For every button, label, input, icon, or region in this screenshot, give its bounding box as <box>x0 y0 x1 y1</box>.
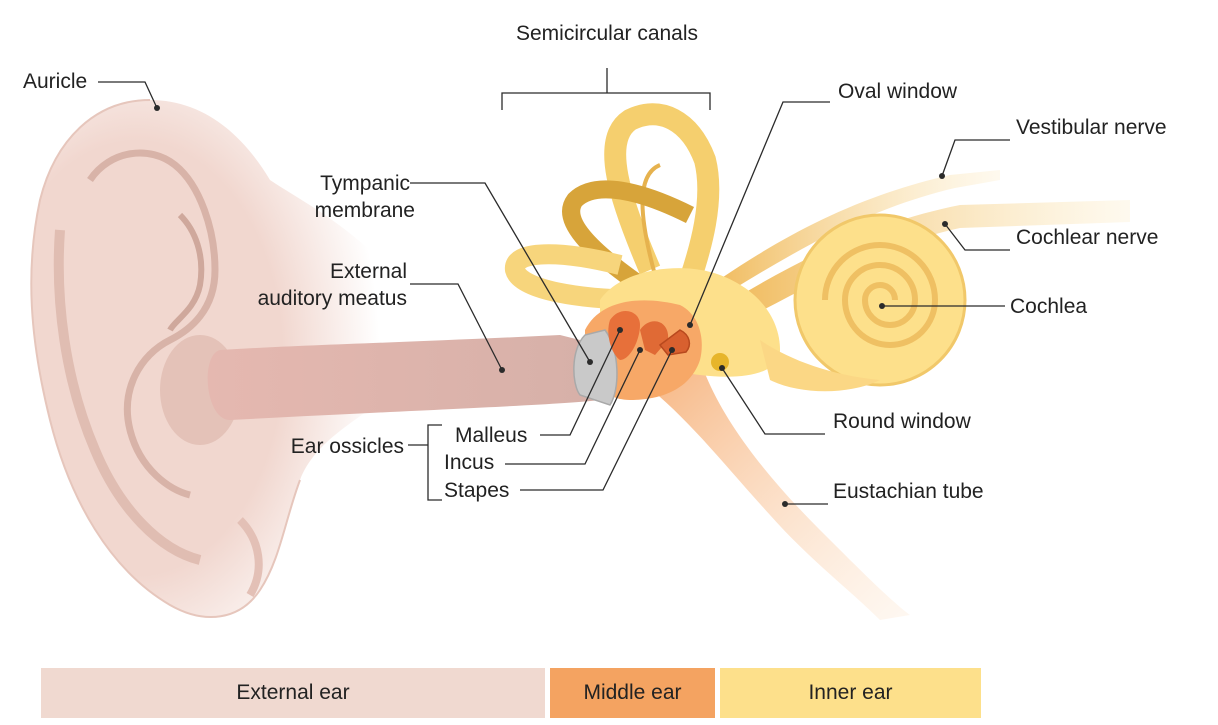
label-cochlear-nerve: Cochlear nerve <box>1016 226 1158 249</box>
label-cochlea: Cochlea <box>1010 295 1087 318</box>
label-round-window: Round window <box>833 410 972 433</box>
leader-lines <box>98 68 1010 507</box>
label-tympanic-membrane-line2: membrane <box>315 199 415 222</box>
label-external-meatus-line1: External <box>330 260 407 283</box>
label-incus: Incus <box>444 451 494 474</box>
inner-ear-shape <box>505 103 1130 392</box>
label-auricle: Auricle <box>23 70 87 93</box>
label-external-meatus-line2: auditory meatus <box>258 287 407 310</box>
legend-middle-ear: Middle ear <box>550 668 715 718</box>
auricle-shape <box>30 99 381 618</box>
label-vestibular-nerve: Vestibular nerve <box>1016 116 1167 139</box>
label-eustachian-tube: Eustachian tube <box>833 480 984 503</box>
label-semicircular-canals: Semicircular canals <box>516 22 698 45</box>
eustachian-tube-shape <box>640 360 910 620</box>
label-ear-ossicles: Ear ossicles <box>291 435 404 458</box>
middle-ear-shape <box>573 300 702 406</box>
labels: Semicircular canals Auricle Oval window … <box>23 22 1167 503</box>
ear-canal-shape <box>207 335 600 420</box>
label-tympanic-membrane-line1: Tympanic <box>320 172 410 195</box>
label-stapes: Stapes <box>444 479 509 502</box>
label-malleus: Malleus <box>455 424 527 447</box>
ear-anatomy-diagram: Semicircular canals Auricle Oval window … <box>23 22 1167 620</box>
label-oval-window: Oval window <box>838 80 958 103</box>
legend-inner-ear: Inner ear <box>720 668 981 718</box>
legend-external-ear: External ear <box>41 668 545 718</box>
